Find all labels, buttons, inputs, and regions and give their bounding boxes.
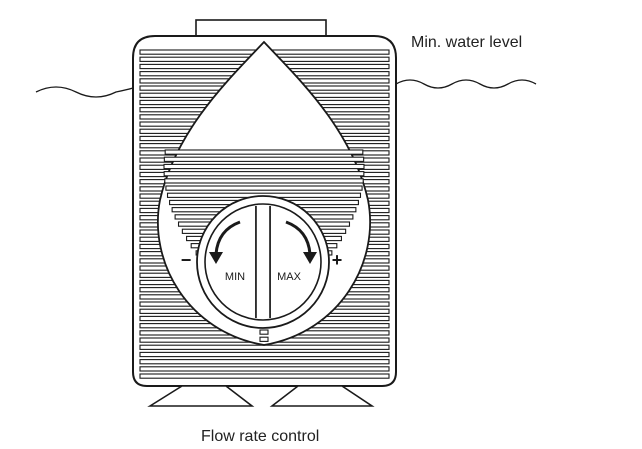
minus-icon: − (181, 250, 192, 270)
plus-icon: + (332, 250, 343, 270)
inner-grille-slat (164, 178, 364, 184)
inner-grille-slat (165, 185, 363, 191)
water-level-line (35, 79, 537, 98)
inner-grille-slat (164, 149, 364, 155)
flow-rate-control-label: Flow rate control (201, 428, 320, 445)
top-cap (195, 19, 327, 37)
grille-slat (139, 351, 390, 358)
inner-grille-slat (259, 329, 269, 335)
right-foot (269, 385, 375, 407)
inner-grille-slat (163, 171, 365, 177)
cw-arrowhead-icon (303, 252, 317, 264)
min-water-level-label: Min. water level (411, 34, 523, 51)
grille-slat (139, 373, 390, 379)
ccw-arrowhead-icon (209, 252, 223, 264)
cw-arrow-icon (285, 220, 312, 255)
min-label: MIN (225, 271, 245, 283)
inner-grille-slat (259, 336, 269, 342)
grille-slat (139, 366, 390, 372)
flow-dial[interactable]: MIN MAX (196, 195, 330, 329)
grille-slat (139, 344, 390, 350)
inner-grille-slat (163, 163, 365, 170)
max-label: MAX (277, 271, 302, 283)
grille-slat (139, 359, 390, 365)
inner-grille-slat (163, 156, 365, 162)
left-foot (147, 385, 255, 407)
ccw-arrow-icon (214, 220, 241, 255)
